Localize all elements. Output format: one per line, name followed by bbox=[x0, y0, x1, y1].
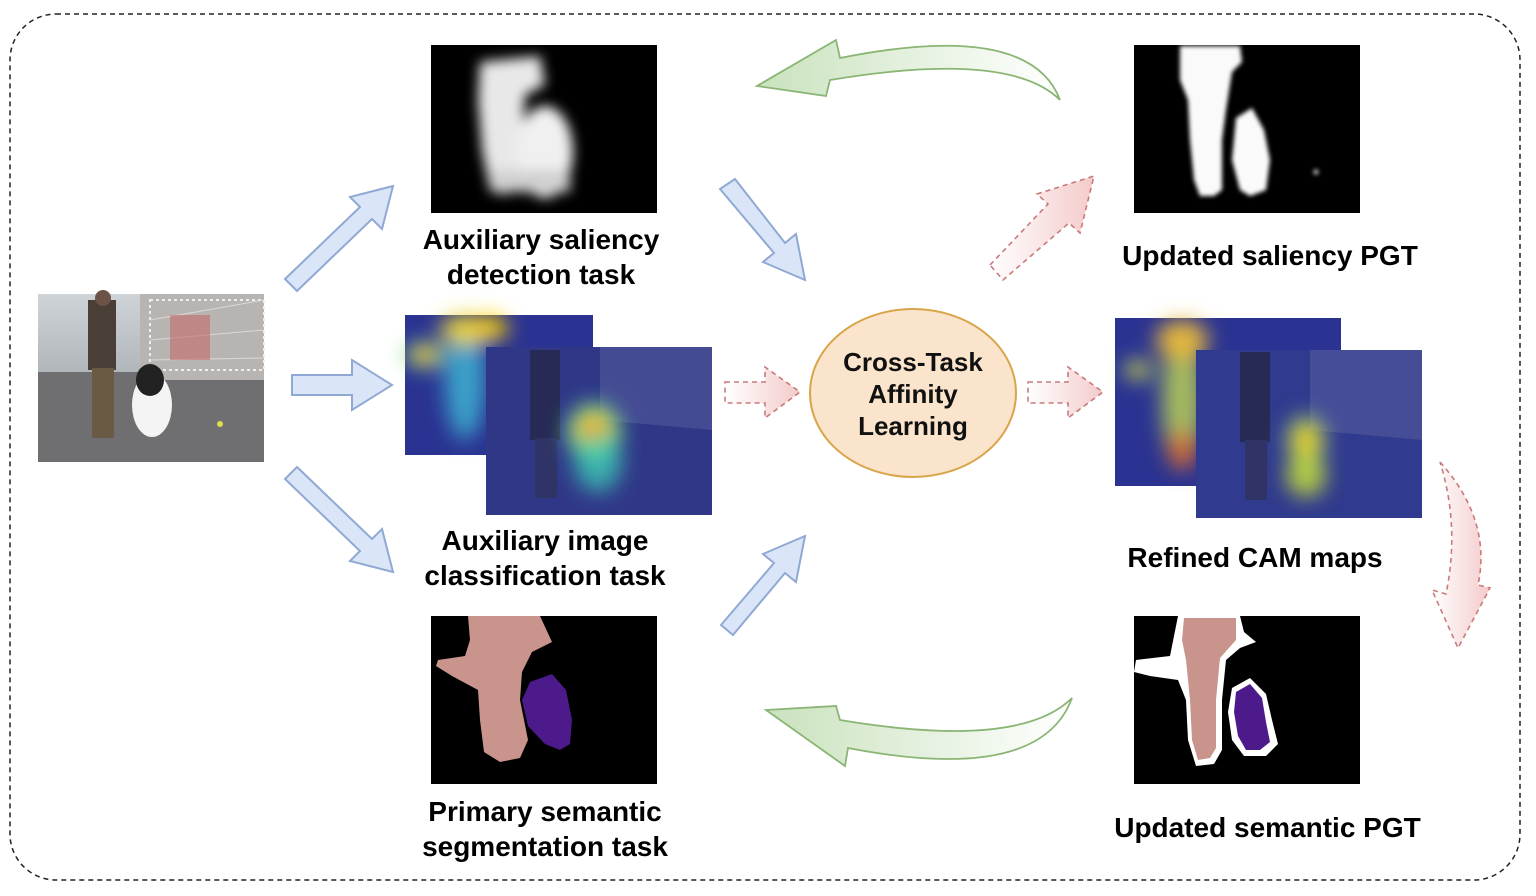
arrow-segmentation-to-center bbox=[719, 534, 807, 637]
saliency-map-image bbox=[431, 45, 657, 213]
arrow-input-to-classification bbox=[291, 358, 394, 412]
label-segmentation-task: Primary semantic segmentation task bbox=[422, 796, 668, 862]
red-dashed-arrows bbox=[724, 174, 1492, 650]
label-updated-semantic: Updated semantic PGT bbox=[1114, 812, 1421, 843]
label-classification-task: Auxiliary image classification task bbox=[424, 525, 666, 591]
arrow-input-to-saliency bbox=[283, 184, 395, 293]
arrow-updated-semantic-to-segmentation bbox=[763, 697, 1073, 768]
green-curved-arrows bbox=[754, 38, 1073, 768]
arrow-cam-to-center bbox=[724, 365, 802, 420]
cam-maps-image bbox=[403, 315, 712, 515]
label-saliency-task: Auxiliary saliency detection task bbox=[422, 224, 660, 290]
label-refined-cam: Refined CAM maps bbox=[1127, 542, 1383, 573]
arrow-center-to-updated-saliency bbox=[988, 174, 1096, 282]
cross-task-affinity-node bbox=[809, 308, 1017, 478]
arrow-saliency-to-center bbox=[718, 177, 807, 282]
outer-dashed-frame bbox=[9, 13, 1521, 881]
updated-semantic-image bbox=[1134, 616, 1360, 784]
label-updated-saliency: Updated saliency PGT bbox=[1122, 240, 1418, 271]
arrow-updated-saliency-to-saliency bbox=[754, 38, 1061, 101]
label-center-node: Cross-Task Affinity Learning bbox=[843, 347, 983, 441]
updated-saliency-image bbox=[1134, 45, 1360, 213]
arrow-center-to-refined bbox=[1027, 365, 1105, 420]
arrow-input-to-segmentation bbox=[283, 465, 395, 574]
segmentation-mask-image bbox=[431, 616, 657, 784]
arrow-refined-to-updated-semantic bbox=[1430, 461, 1492, 650]
refined-cam-image bbox=[1115, 318, 1422, 518]
blue-arrows bbox=[283, 177, 807, 637]
input-photo bbox=[38, 290, 265, 462]
